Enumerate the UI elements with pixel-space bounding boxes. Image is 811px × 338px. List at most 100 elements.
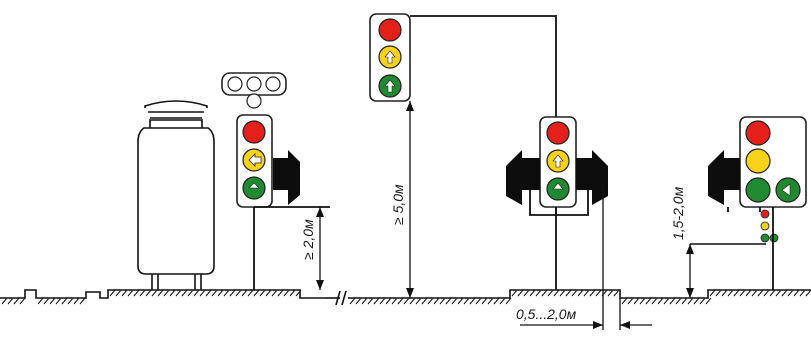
- hatch-line: [669, 297, 676, 305]
- hatch-line: [7, 297, 14, 305]
- hatch-line: [613, 289, 620, 297]
- hatch-line: [663, 297, 670, 305]
- hatch-line: [19, 297, 26, 305]
- hatch-line: [439, 297, 446, 305]
- hatch-line: [481, 297, 488, 305]
- hatch-line: [409, 297, 416, 305]
- hatch-line: [253, 289, 260, 297]
- hatch-line: [43, 297, 50, 305]
- hatch-line: [235, 289, 242, 297]
- hatch-line: [757, 289, 764, 297]
- hatch-line: [193, 289, 200, 297]
- hatch-line: [523, 289, 530, 297]
- hatch-line: [157, 289, 164, 297]
- hatch-line: [217, 289, 224, 297]
- ground-profile: [0, 289, 811, 306]
- hatch-line: [763, 289, 770, 297]
- hatch-line: [241, 289, 248, 297]
- hatch-line: [367, 297, 374, 305]
- edge-offset-dimension: 0,5...2,0м: [516, 185, 652, 330]
- hatch-line: [169, 289, 176, 297]
- hatch-line: [403, 297, 410, 305]
- hatch-line: [571, 289, 578, 297]
- hatch-line: [427, 297, 434, 305]
- hatch-line: [457, 297, 464, 305]
- hatch-line: [621, 297, 628, 305]
- hatch-line: [79, 297, 86, 305]
- hatch-line: [205, 289, 212, 297]
- hatch-line: [651, 297, 658, 305]
- hatch-line: [517, 289, 524, 297]
- hatch-line: [49, 297, 56, 305]
- hatch-line: [259, 289, 266, 297]
- right-height-label: 1,5-2,0м: [670, 186, 686, 240]
- hatch-line: [415, 297, 422, 305]
- hatch-line: [511, 289, 518, 297]
- hatch-line: [693, 297, 700, 305]
- hatch-line: [385, 297, 392, 305]
- traffic-light-left: [221, 72, 330, 290]
- hatch-line: [361, 297, 368, 305]
- hatch-line: [247, 289, 254, 297]
- hatch-line: [37, 297, 44, 305]
- hatch-line: [745, 289, 752, 297]
- shield-icon: [576, 150, 608, 205]
- hatch-line: [199, 289, 206, 297]
- hatch-line: [421, 297, 428, 305]
- hatch-line: [1, 297, 8, 305]
- hatch-line: [547, 289, 554, 297]
- hatch-line: [577, 289, 584, 297]
- hatch-line: [379, 297, 386, 305]
- hatch-line: [639, 297, 646, 305]
- hatch-line: [373, 297, 380, 305]
- right-height-dimension: 1,5-2,0м: [670, 186, 694, 298]
- tram-outline-icon: [137, 100, 215, 290]
- hatch-line: [721, 289, 728, 297]
- hatch-line: [67, 297, 74, 305]
- hatch-line: [715, 289, 722, 297]
- hatch-line: [61, 297, 68, 305]
- hatch-line: [487, 297, 494, 305]
- pedestrian-repeater-icon: [760, 209, 779, 243]
- traffic-light-middle: [506, 116, 608, 216]
- hatch-line: [163, 289, 170, 297]
- hatch-line: [769, 289, 776, 297]
- overhead-height-dimension: ≥ 5,0м: [390, 101, 414, 298]
- hatch-line: [633, 297, 640, 305]
- hatch-line: [463, 297, 470, 305]
- traffic-light-right: [690, 116, 807, 290]
- hatch-line: [529, 289, 536, 297]
- hatch-line: [607, 289, 614, 297]
- hatch-line: [289, 289, 296, 297]
- hatch-line: [595, 289, 602, 297]
- hatch-line: [565, 289, 572, 297]
- hatch-line: [541, 289, 548, 297]
- hatch-line: [687, 297, 694, 305]
- hatch-line: [445, 297, 452, 305]
- hatch-line: [277, 289, 284, 297]
- hatch-line: [739, 289, 746, 297]
- hatch-line: [727, 289, 734, 297]
- hatch-line: [535, 289, 542, 297]
- hatch-line: [781, 289, 788, 297]
- hatch-line: [175, 289, 182, 297]
- hatch-line: [709, 289, 716, 297]
- hatch-line: [505, 297, 512, 305]
- hatch-line: [397, 297, 404, 305]
- hatch-line: [793, 289, 800, 297]
- hatch-line: [657, 297, 664, 305]
- hatch-line: [553, 289, 560, 297]
- ground-hatching: [1, 289, 811, 305]
- hatch-line: [265, 289, 272, 297]
- hatch-line: [475, 297, 482, 305]
- hatch-line: [55, 297, 62, 305]
- red-lamp: [242, 120, 266, 144]
- hatch-line: [349, 297, 356, 305]
- hatch-line: [493, 297, 500, 305]
- hatch-line: [787, 289, 794, 297]
- hatch-line: [223, 289, 230, 297]
- hatch-line: [799, 289, 806, 297]
- tram-signal-icon: [221, 72, 287, 109]
- edge-offset-label: 0,5...2,0м: [516, 306, 577, 322]
